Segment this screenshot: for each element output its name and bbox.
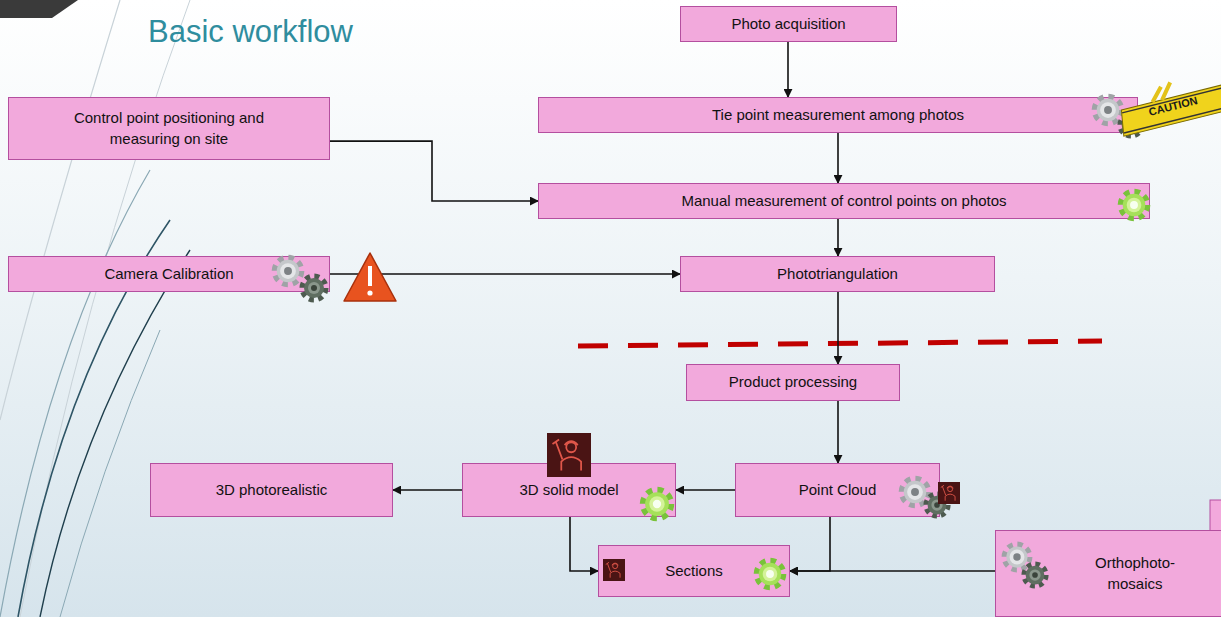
flow-arrow bbox=[787, 42, 789, 97]
dashed-separator bbox=[578, 341, 1102, 346]
gear-icon bbox=[1025, 565, 1046, 586]
box-text: Orthophoto- mosaics bbox=[1080, 553, 1190, 594]
worker-icon bbox=[938, 482, 960, 504]
process-box: Manual measurement of control points on … bbox=[538, 183, 1150, 219]
gear-icon bbox=[903, 480, 928, 505]
box-text: Control point positioning and measuring … bbox=[69, 108, 269, 149]
process-box: 3D solid model bbox=[462, 463, 676, 517]
offslide-box-edge bbox=[1210, 500, 1221, 532]
box-text: Point Cloud bbox=[799, 480, 877, 500]
worker-icon bbox=[547, 433, 591, 477]
gear-icon bbox=[1096, 98, 1121, 123]
box-text: Camera Calibration bbox=[104, 264, 233, 284]
process-box: Control point positioning and measuring … bbox=[8, 97, 330, 160]
process-box: Tie point measurement among photos bbox=[538, 97, 1138, 133]
gear-icon bbox=[1005, 545, 1028, 568]
process-box: Product processing bbox=[686, 364, 900, 401]
process-box: Phototriangulation bbox=[680, 256, 995, 292]
flow-arrow bbox=[790, 517, 830, 571]
box-text: Manual measurement of control points on … bbox=[681, 191, 1006, 211]
decorative-curves bbox=[0, 0, 190, 617]
flow-arrow bbox=[570, 517, 598, 571]
warning-triangle bbox=[344, 253, 396, 301]
box-text: Sections bbox=[665, 561, 723, 581]
process-box: Point Cloud bbox=[735, 463, 940, 517]
gear-icon-green bbox=[758, 562, 783, 587]
flow-arrow bbox=[837, 219, 839, 256]
box-text: Phototriangulation bbox=[777, 264, 898, 284]
gear-icon-green bbox=[644, 491, 670, 517]
flow-arrow bbox=[837, 401, 839, 463]
box-text: Tie point measurement among photos bbox=[712, 105, 964, 125]
slide-title: Basic workflow bbox=[148, 14, 353, 50]
box-text: 3D photorealistic bbox=[216, 480, 328, 500]
flow-arrow bbox=[790, 570, 995, 572]
gear-icon-green bbox=[1122, 193, 1147, 218]
flow-arrow bbox=[837, 292, 839, 364]
corner-bar bbox=[0, 0, 78, 18]
flow-arrow bbox=[330, 141, 538, 201]
gear-icon bbox=[276, 259, 301, 284]
box-text: Product processing bbox=[729, 372, 857, 392]
process-box: Photo acquisition bbox=[680, 6, 897, 42]
flow-arrow bbox=[330, 273, 680, 275]
tape-label: CAUTION bbox=[1147, 94, 1199, 118]
box-text: 3D solid model bbox=[519, 480, 618, 500]
gear-icon bbox=[303, 277, 325, 299]
process-box: Camera Calibration bbox=[8, 256, 330, 292]
worker-icon bbox=[603, 559, 625, 581]
box-text: Photo acquisition bbox=[731, 14, 845, 34]
gear-icon bbox=[927, 495, 948, 516]
process-box: Orthophoto- mosaics bbox=[995, 530, 1221, 617]
process-box: Sections bbox=[598, 545, 790, 597]
flow-arrow bbox=[837, 133, 839, 183]
flow-arrow bbox=[676, 489, 735, 491]
gear-icon bbox=[1121, 115, 1142, 136]
process-box: 3D photorealistic bbox=[150, 463, 393, 517]
caution-tape bbox=[1114, 70, 1221, 136]
flow-arrow bbox=[393, 489, 462, 491]
